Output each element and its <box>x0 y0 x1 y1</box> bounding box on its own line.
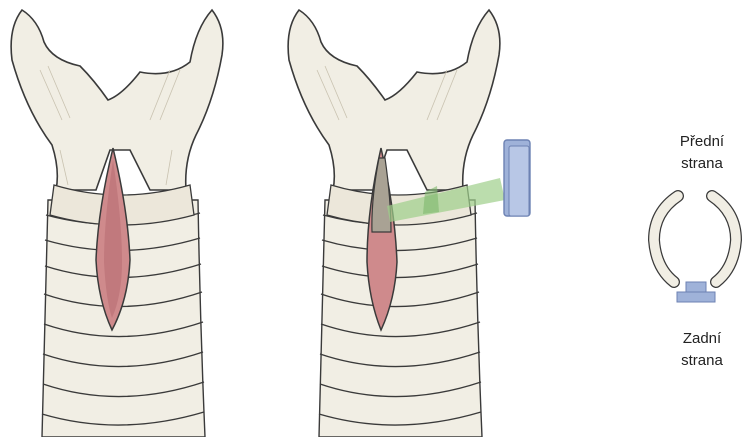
larynx-illustration-after <box>275 0 550 437</box>
larynx-illustration-before <box>0 0 245 437</box>
back-side-label: Zadní strana <box>652 328 750 372</box>
ring-cross-section-icon <box>654 196 736 302</box>
thyroid-cartilage <box>288 10 500 190</box>
trachea-rings <box>319 200 482 437</box>
implant-block-icon <box>504 140 530 216</box>
front-side-label: Přední strana <box>652 131 750 175</box>
